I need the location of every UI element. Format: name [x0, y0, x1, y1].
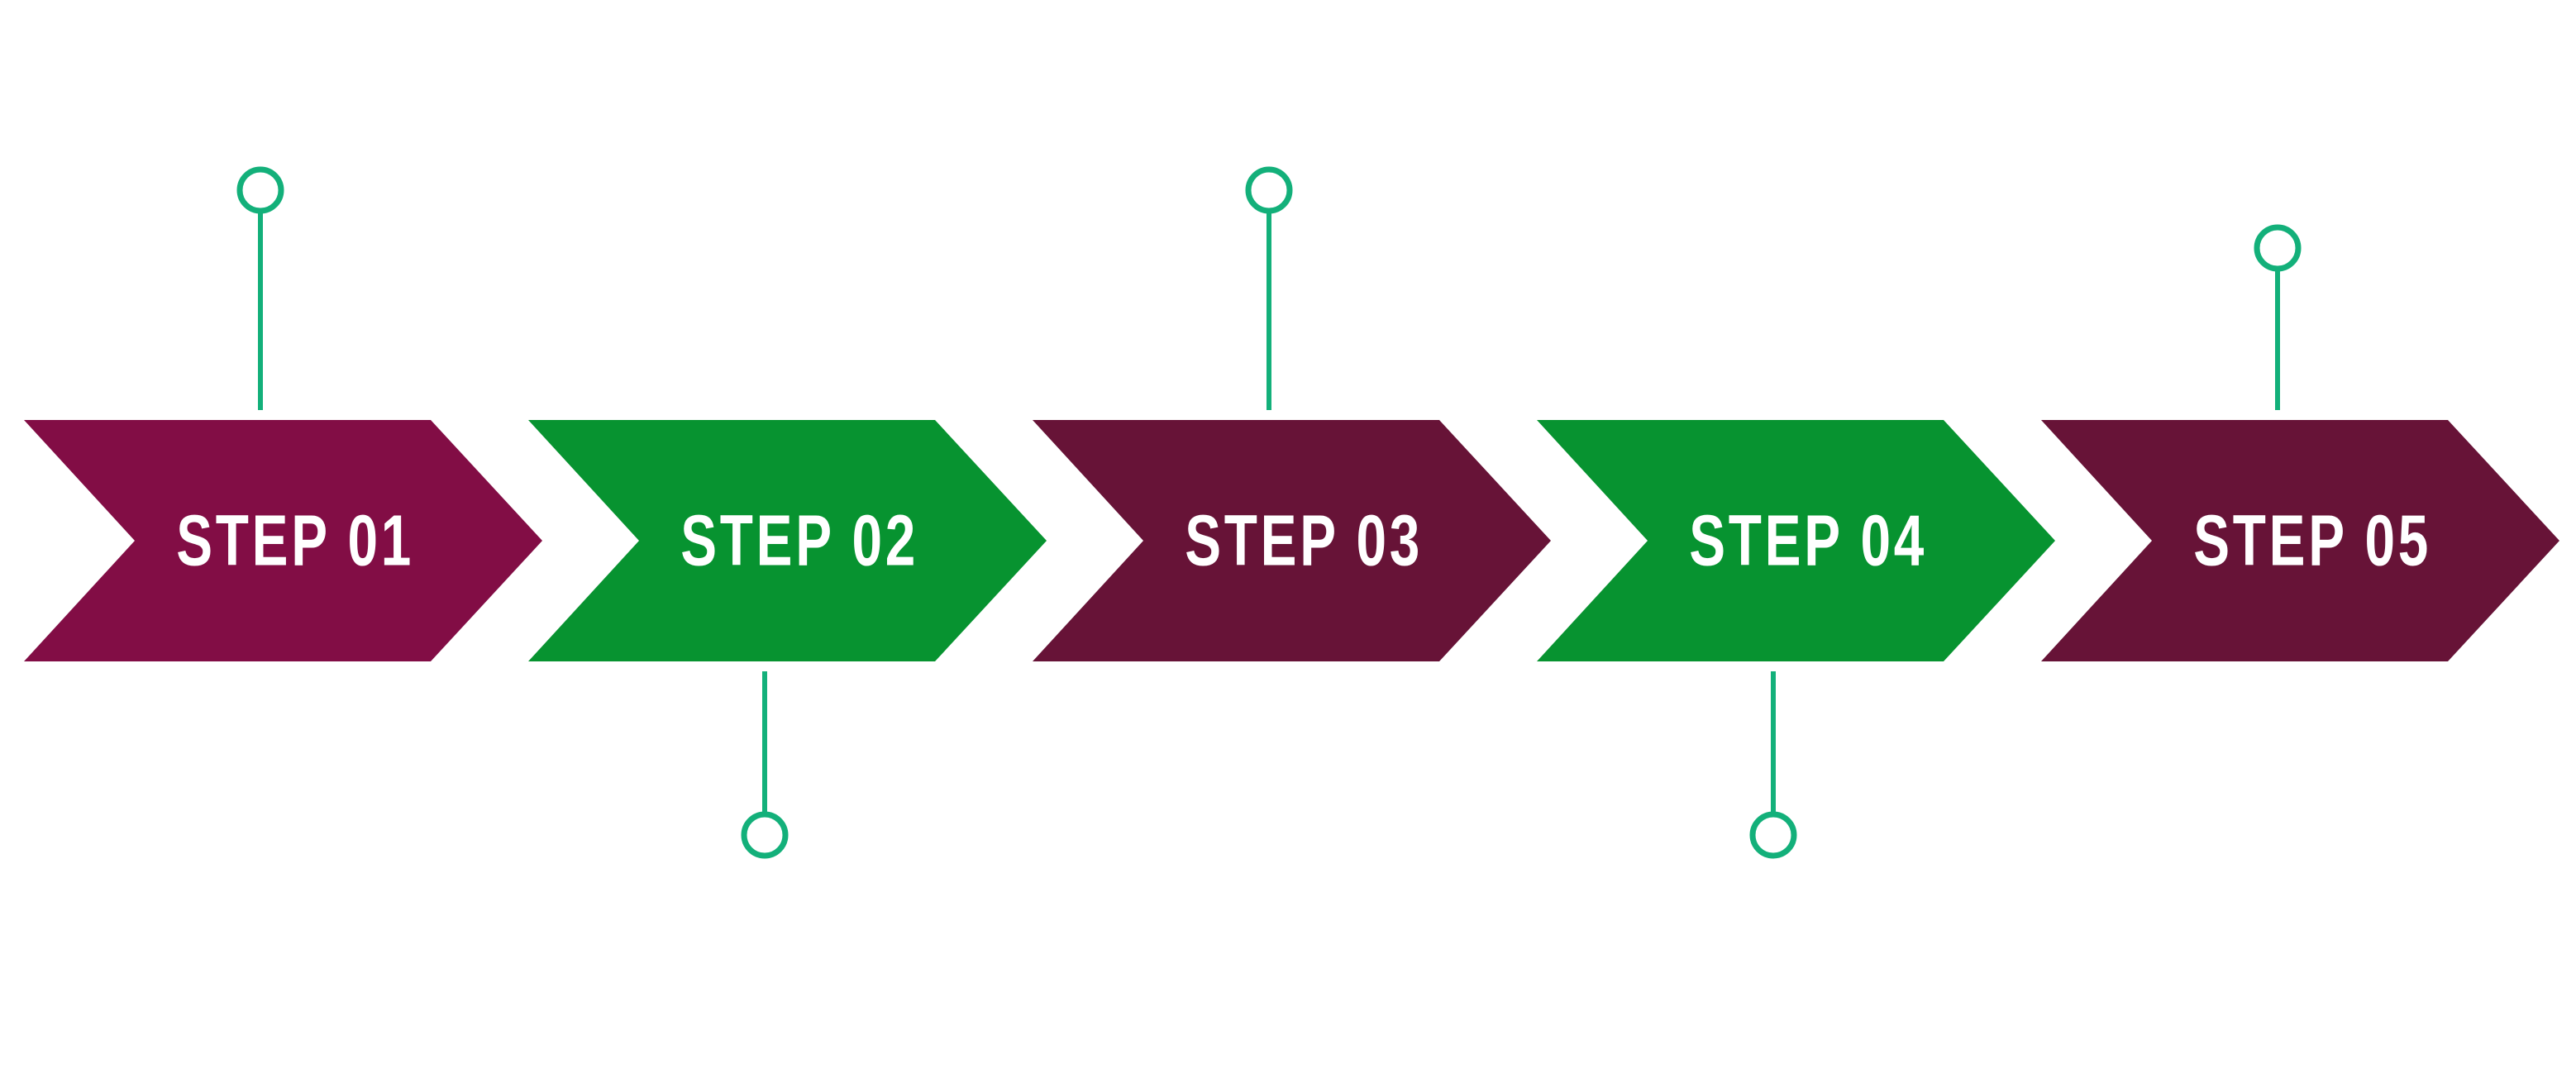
chevron-shape	[2041, 420, 2559, 661]
marker-ring-icon	[2254, 224, 2302, 272]
marker-ring-icon	[236, 166, 284, 214]
marker-ring-icon	[1749, 811, 1797, 859]
step-3	[1033, 166, 1551, 661]
marker-ring-icon	[1245, 166, 1293, 214]
marker-ring-icon	[741, 811, 789, 859]
step-5	[2041, 224, 2559, 661]
step-2	[528, 420, 1047, 859]
step-label: STEP 01	[176, 500, 415, 581]
chevron-shape	[24, 420, 542, 661]
step-label: STEP 02	[680, 500, 919, 581]
step-label: STEP 05	[2193, 500, 2432, 581]
chevron-shape	[1537, 420, 2055, 661]
chevron-shape	[528, 420, 1047, 661]
step-label: STEP 03	[1185, 500, 1424, 581]
step-1	[24, 166, 542, 661]
step-4	[1537, 420, 2055, 859]
step-label: STEP 04	[1689, 500, 1928, 581]
chevron-shape	[1033, 420, 1551, 661]
